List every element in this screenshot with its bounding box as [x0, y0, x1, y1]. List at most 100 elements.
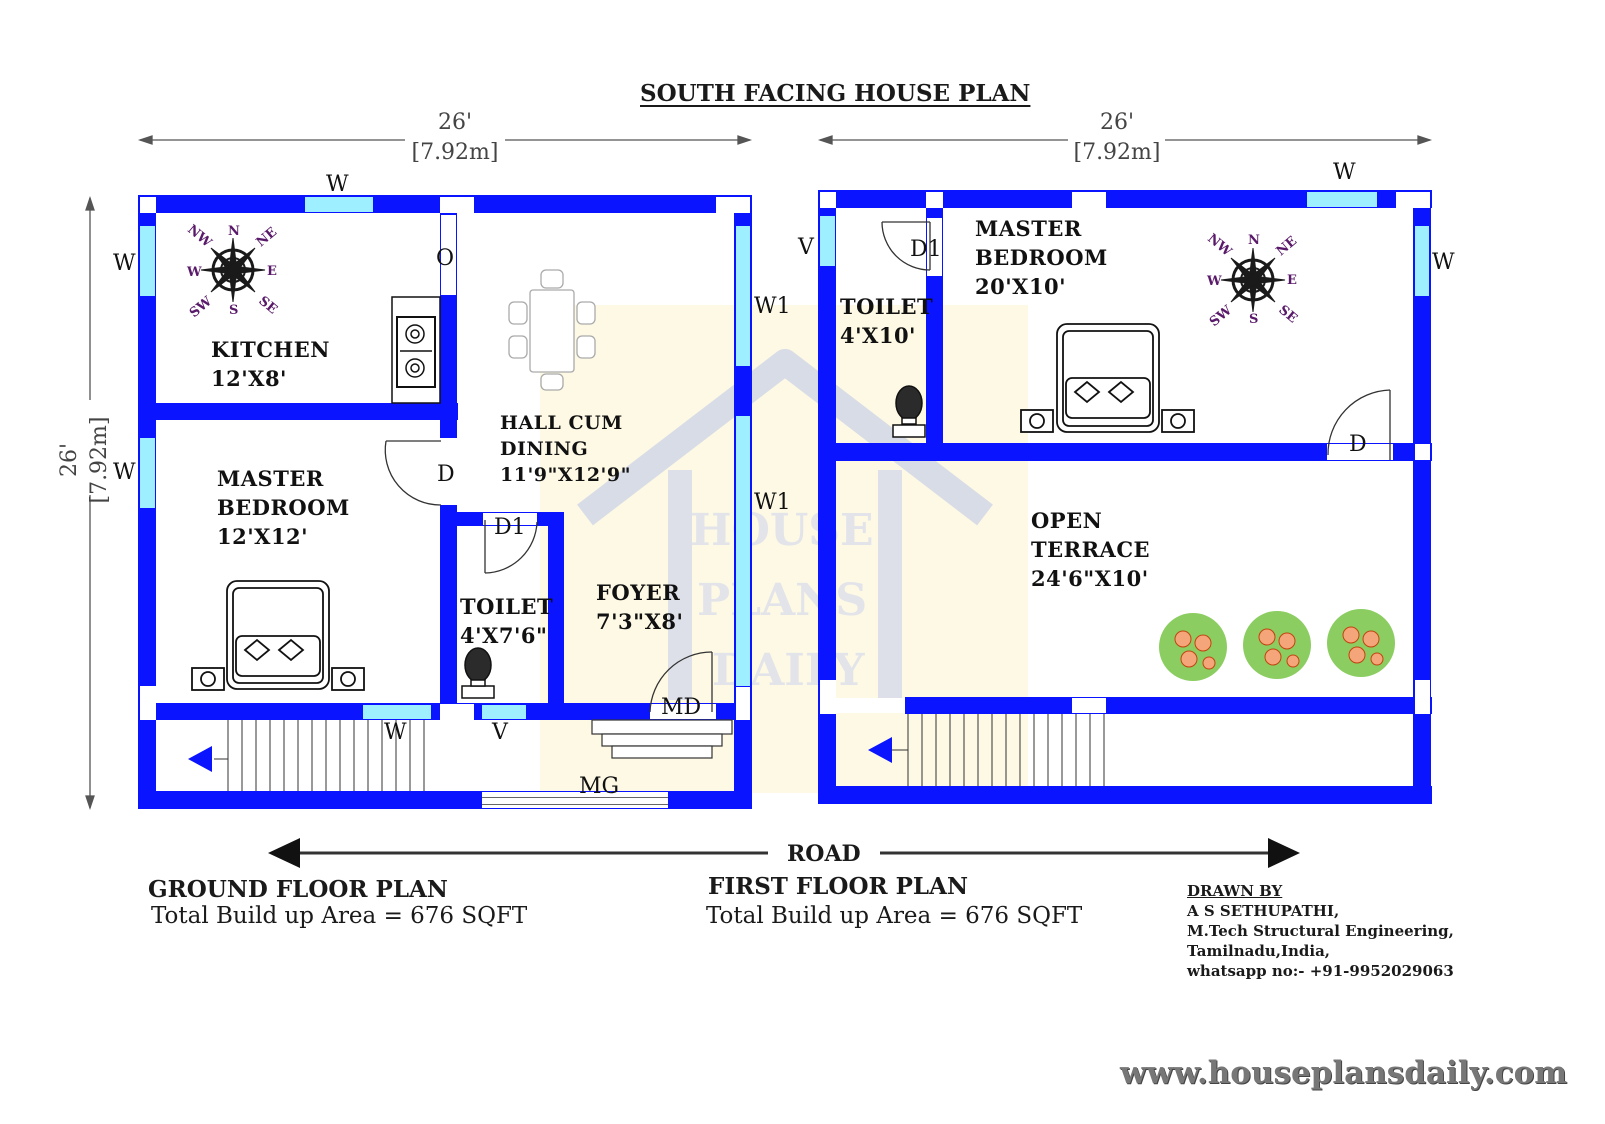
door-d-icon: [384, 440, 442, 506]
credits-heading: DRAWN BY: [1187, 882, 1283, 900]
first-width-dimension: 26' [7.92m]: [1057, 108, 1177, 168]
ff-bedroom-size: 20'X10': [975, 274, 1067, 299]
gf-toilet-size: 4'X7'6": [460, 623, 548, 648]
ff-toilet-label: TOILET 4'X10': [840, 292, 933, 350]
ff-door-d1-icon: [881, 221, 931, 271]
gf-window-w1-top: [735, 225, 751, 367]
gf-bedroom-name-2: BEDROOM: [217, 495, 350, 520]
plant-icon: [1159, 613, 1227, 681]
ff-column: [1415, 444, 1430, 460]
ff-wall-right: [1413, 190, 1431, 804]
gf-window-left-bottom: [139, 437, 156, 509]
ff-wall-rooms-bottom: [818, 443, 1432, 461]
gf-window-w1-bottom: [735, 415, 751, 687]
gf-column: [140, 686, 156, 720]
gf-column: [140, 197, 156, 213]
terrace-size: 24'6"X10': [1031, 566, 1149, 591]
gf-wall-bedroom-right: [440, 505, 457, 720]
ff-doorway-d: [1327, 444, 1393, 460]
ff-column: [1396, 192, 1430, 208]
plant-icon: [1243, 611, 1311, 679]
gf-window-left-top: [139, 225, 156, 297]
gf-label-d: D: [437, 462, 455, 487]
gf-toilet-name: TOILET: [460, 594, 554, 619]
gf-label-o: O: [436, 246, 455, 271]
ff-label-v: V: [798, 235, 814, 260]
hall-name-1: HALL CUM: [500, 412, 623, 434]
ground-width-m: [7.92m]: [411, 140, 499, 165]
gf-label-mg: MG: [579, 774, 620, 799]
first-width-ft: 26': [1099, 110, 1135, 135]
ff-compass-n: N: [1248, 233, 1260, 248]
foyer-name: FOYER: [596, 580, 681, 605]
gf-window-top: [304, 196, 374, 213]
toilet-icon: [461, 647, 495, 699]
gf-label-v: V: [492, 720, 508, 745]
first-width-m: [7.92m]: [1073, 140, 1161, 165]
gf-gate-line: [482, 797, 668, 805]
gf-label-w1-bottom: W1: [754, 490, 791, 515]
ff-label-w-top: W: [1333, 160, 1356, 185]
gf-label-w-top: W: [326, 172, 349, 197]
ground-width-dimension: 26' [7.92m]: [395, 108, 515, 168]
ff-label-w-right: W: [1432, 250, 1455, 275]
ff-wall-bottom: [818, 786, 1432, 804]
gf-column: [716, 197, 750, 213]
watermark-text-1: HOUSE: [690, 505, 874, 556]
gf-wall-kitchen-bottom: [138, 403, 458, 420]
gf-label-w1-top: W1: [754, 294, 791, 319]
ff-column: [926, 192, 943, 208]
ff-toilet-name: TOILET: [840, 294, 934, 319]
ff-label-d: D: [1349, 432, 1367, 457]
credits-name: A S SETHUPATHI,: [1187, 902, 1340, 920]
gf-bedroom-name-1: MASTER: [217, 466, 324, 491]
kitchen-size: 12'X8': [211, 366, 287, 391]
entrance-steps-icon: [591, 719, 733, 759]
road-label: ROAD: [787, 841, 861, 867]
gf-column: [736, 686, 750, 720]
ff-staircase-icon: [892, 714, 1105, 786]
terrace-name-2: TERRACE: [1031, 537, 1151, 562]
gf-doorway-d: [441, 438, 456, 505]
ff-bedroom-label: MASTER BEDROOM 20'X10': [975, 214, 1108, 301]
gf-bedroom-label: MASTER BEDROOM 12'X12': [217, 464, 350, 551]
compass-e: E: [267, 264, 277, 279]
ff-wall-terrace-bottom: [905, 697, 1432, 714]
ff-column: [820, 680, 836, 714]
foyer-size: 7'3"X8': [596, 609, 684, 634]
ff-toilet-icon: [892, 385, 926, 438]
ff-stair-arrow-icon: [868, 737, 892, 763]
gf-label-w-left-top: W: [113, 251, 136, 276]
compass-w: W: [187, 265, 202, 280]
ff-door-d-icon: [1327, 389, 1391, 460]
ff-column: [1415, 680, 1430, 714]
first-floor-area: Total Build up Area = 676 SQFT: [706, 903, 1083, 929]
ff-column: [1072, 192, 1106, 208]
door-d1-icon: [484, 520, 538, 574]
ff-window-top: [1306, 191, 1378, 208]
gf-label-w-left-bottom: W: [113, 460, 136, 485]
gf-column: [440, 704, 474, 720]
page-title: SOUTH FACING HOUSE PLAN: [640, 80, 1031, 107]
watermark-text-2: PLANS: [697, 575, 868, 626]
hall-label: HALL CUM DINING 11'9"X12'9": [500, 410, 631, 488]
website-link[interactable]: www.houseplansdaily.com: [1120, 1055, 1568, 1091]
dining-table-icon: [508, 269, 596, 391]
foyer-label: FOYER 7'3"X8': [596, 578, 683, 636]
ground-width-ft: 26': [437, 110, 473, 135]
ff-compass-e: E: [1287, 273, 1297, 288]
ff-bedroom-name-1: MASTER: [975, 216, 1082, 241]
credits: DRAWN BY A S SETHUPATHI, M.Tech Structur…: [1187, 881, 1454, 981]
compass-s: S: [229, 303, 239, 318]
ff-toilet-size: 4'X10': [840, 323, 916, 348]
bed-icon: [191, 580, 365, 691]
gf-doorway-d1: [483, 513, 537, 525]
ff-label-d1: D1: [910, 237, 942, 262]
stair-arrow-icon: [188, 746, 212, 772]
ff-compass-s: S: [1249, 312, 1259, 327]
gf-toilet-label: TOILET 4'X7'6": [460, 592, 553, 650]
ff-window-right: [1414, 225, 1430, 297]
ff-column: [1072, 698, 1106, 713]
